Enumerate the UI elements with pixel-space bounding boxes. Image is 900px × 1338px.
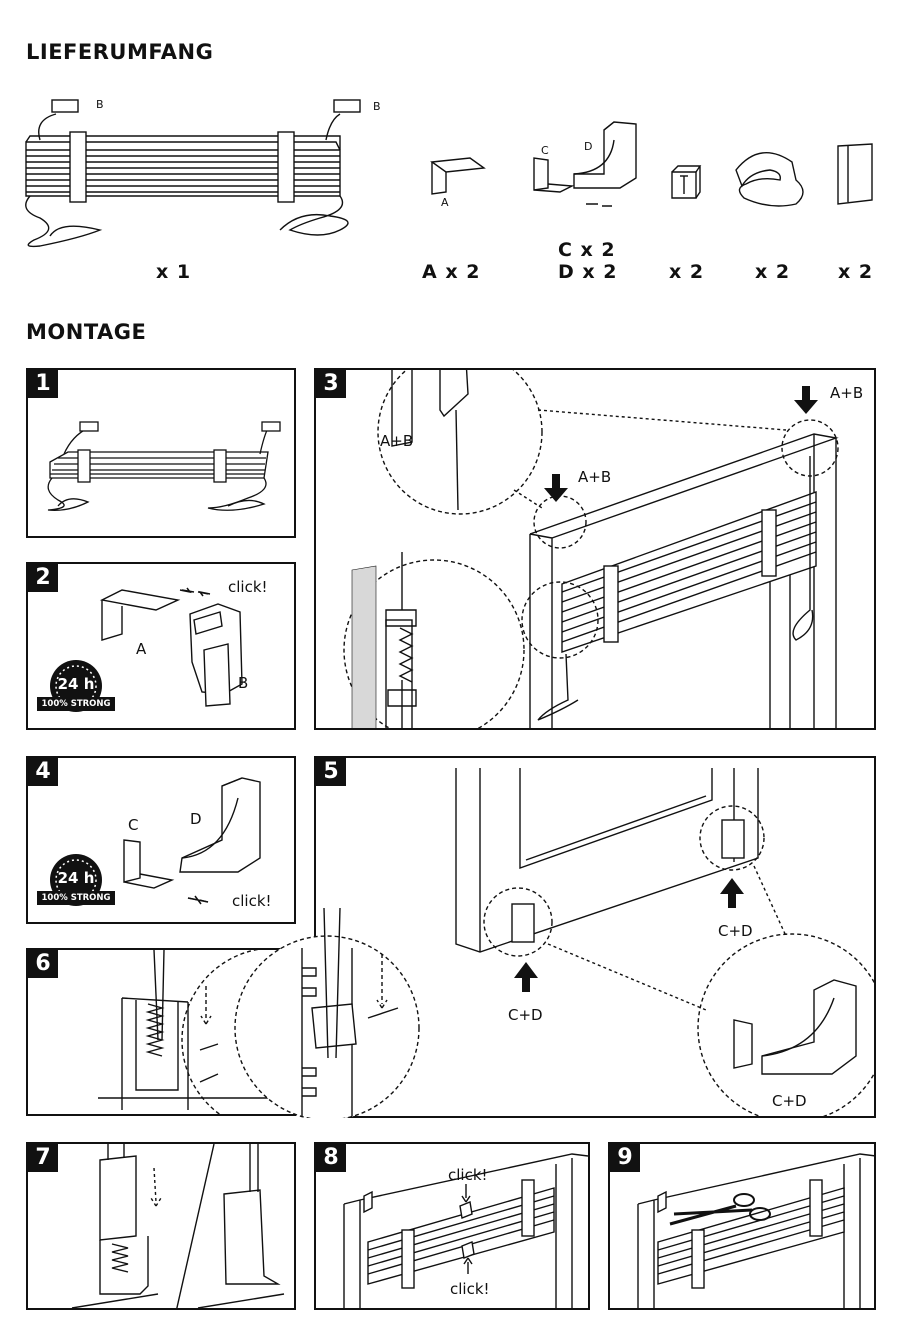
part-cd-drawing: [533, 121, 637, 207]
step-3-drawing: [343, 370, 839, 728]
step-4-badge-text: 100% STRONG: [37, 891, 115, 905]
strength-badge-icon: 24 h 100% STRONG: [37, 848, 115, 908]
scissors-icon: [669, 1193, 771, 1226]
step-3-label-left: A+B: [578, 468, 612, 486]
part-a-label: A: [441, 196, 449, 209]
part-a-drawing: [430, 157, 486, 195]
clip-drawing: [671, 165, 702, 199]
click-arrows-icon: [187, 895, 209, 905]
arrow-down-icon: [544, 386, 818, 502]
step-9-drawing: [637, 1153, 874, 1308]
arrow-up-icon: [514, 878, 744, 992]
qty-hook: x 2: [755, 261, 791, 283]
step-5-label-right: C+D: [718, 922, 753, 940]
click-arrows-icon: [179, 587, 211, 597]
step-9-panel: 9: [608, 1142, 876, 1310]
step-4-click: click!: [232, 892, 272, 910]
step-6-zoom: [234, 908, 420, 1118]
step-2-label-b: B: [238, 674, 249, 692]
step-2-label-a: A: [136, 640, 147, 658]
step-3-zoom-label: A+B: [380, 432, 414, 450]
step-6-number: 6: [28, 950, 58, 978]
step-3-number: 3: [316, 370, 346, 398]
step-2-badge-hours: 24 h: [57, 675, 95, 693]
step-3-panel: 3: [314, 368, 876, 730]
step-2-drawing: [99, 587, 243, 707]
step-2-badge-text: 100% STRONG: [37, 697, 115, 711]
step-8-panel: 8 click! click!: [314, 1142, 590, 1310]
step-3-label-right: A+B: [830, 384, 864, 402]
step-5-label-left: C+D: [508, 1006, 543, 1024]
step-7-drawing: [71, 1144, 285, 1308]
step-1-panel: 1: [26, 368, 296, 538]
step-9-number: 9: [610, 1144, 640, 1172]
step-8-click-bottom: click!: [450, 1280, 490, 1298]
mounting-title: MONTAGE: [26, 320, 147, 344]
part-c-label: C: [541, 144, 549, 157]
step-4-panel: 4 C D click! 24 h 100% STRONG: [26, 756, 296, 924]
qty-part-c: C x 2: [558, 239, 616, 261]
cap-drawing: [837, 143, 873, 205]
step-2-number: 2: [28, 564, 58, 592]
step-8-click-top: click!: [448, 1166, 488, 1184]
step-1-number: 1: [28, 370, 58, 398]
step-5-zoom-label: C+D: [772, 1092, 807, 1110]
part-d-label: D: [584, 140, 593, 153]
scope-illustration: [25, 99, 873, 248]
scope-title: LIEFERUMFANG: [26, 40, 214, 64]
hook-drawing: [735, 152, 804, 207]
qty-blind: x 1: [156, 261, 192, 283]
step-8-drawing: [343, 1153, 588, 1308]
step-1-drawing: [47, 421, 281, 511]
step-8-number: 8: [316, 1144, 346, 1172]
qty-cap: x 2: [838, 261, 874, 283]
blind-label-b-left: B: [96, 98, 104, 111]
step-6-drawing: [98, 950, 294, 1114]
step-5-drawing: [455, 768, 874, 1116]
blind-label-b-right: B: [373, 100, 381, 113]
step-4-number: 4: [28, 758, 58, 786]
step-4-drawing: [123, 777, 261, 905]
step-2-panel: 2 click! A B 24 h 100% STRONG: [26, 562, 296, 730]
wall-hatch: [351, 565, 377, 728]
step-7-panel: 7: [26, 1142, 296, 1310]
step-4-label-d: D: [190, 810, 202, 828]
step-7-number: 7: [28, 1144, 58, 1172]
qty-part-d: D x 2: [558, 261, 618, 283]
step-2-click: click!: [228, 578, 268, 596]
blind-drawing: [25, 99, 361, 248]
strength-badge-icon: 24 h 100% STRONG: [37, 654, 115, 714]
step-4-badge-hours: 24 h: [57, 869, 95, 887]
step-4-label-c: C: [128, 816, 139, 834]
step-5-number: 5: [316, 758, 346, 786]
qty-part-a: A x 2: [422, 261, 481, 283]
qty-clip: x 2: [669, 261, 705, 283]
